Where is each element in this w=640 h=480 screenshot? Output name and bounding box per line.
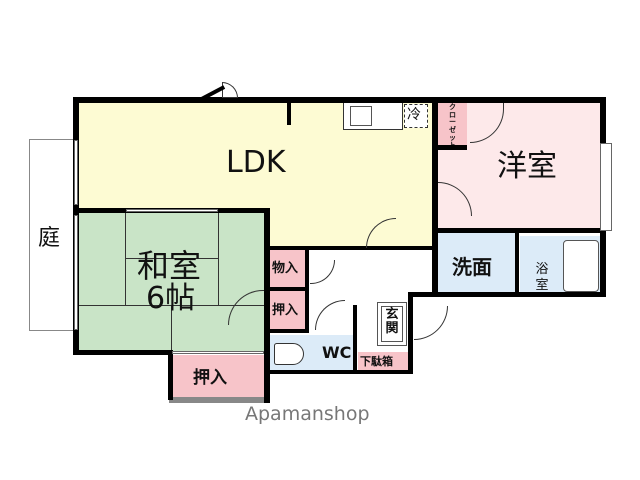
wall xyxy=(73,350,173,355)
wall xyxy=(264,370,413,374)
wall xyxy=(515,232,519,294)
tatami-line-vert xyxy=(171,305,172,350)
bathtub-icon xyxy=(563,240,599,292)
entrance-inner xyxy=(381,306,403,342)
watermark: Apamanshop xyxy=(245,403,370,425)
shoe-box-label: 下駄箱 xyxy=(360,355,393,368)
wall xyxy=(435,145,467,150)
bath-label: 浴室 xyxy=(535,262,549,293)
oshiire-small-label: 押入 xyxy=(272,303,299,318)
oshiire-large-label: 押入 xyxy=(193,368,227,388)
washroom-label: 洗面 xyxy=(452,255,492,279)
wall xyxy=(287,97,291,125)
wall xyxy=(408,292,413,374)
fridge-label: 冷 xyxy=(407,107,421,123)
oshiire-small xyxy=(270,291,307,329)
window xyxy=(74,140,78,205)
shadow xyxy=(169,397,270,403)
wall xyxy=(168,350,173,400)
wall xyxy=(264,208,270,403)
room-washroom xyxy=(437,232,517,294)
oshiire-large xyxy=(172,355,267,397)
storage xyxy=(270,250,307,288)
garden-label: 庭 xyxy=(38,226,61,251)
closet xyxy=(437,100,467,148)
ldk-label: LDK xyxy=(226,145,286,180)
japanese-room-label: 和室 xyxy=(137,247,202,285)
western-label: 洋室 xyxy=(497,149,557,184)
garden-area xyxy=(29,139,77,331)
door-balcony xyxy=(222,82,238,98)
wall xyxy=(435,228,603,233)
tatami-lines xyxy=(125,213,219,305)
wall xyxy=(267,246,437,250)
wall xyxy=(432,97,438,297)
door-entrance xyxy=(414,306,448,340)
closet-label: クローゼット xyxy=(449,103,456,149)
japanese-room-size: 6帖 xyxy=(146,281,196,316)
window xyxy=(600,143,612,231)
sink-basin xyxy=(350,106,372,126)
wall xyxy=(410,292,606,297)
storage-label: 物入 xyxy=(272,261,299,276)
fridge-space xyxy=(404,104,428,128)
wall xyxy=(267,329,309,333)
tatami-line-mid xyxy=(125,258,219,259)
wall xyxy=(305,250,309,333)
room-ldk-lower xyxy=(267,210,435,250)
window xyxy=(74,215,78,330)
wc-label: WC xyxy=(322,343,352,362)
wall xyxy=(73,97,606,103)
shoe-box xyxy=(358,352,410,372)
wall xyxy=(267,287,309,291)
window xyxy=(126,209,218,212)
entrance-label: 玄関 xyxy=(385,307,399,337)
window xyxy=(172,351,264,354)
toilet-icon xyxy=(274,343,304,365)
wall xyxy=(353,305,357,373)
